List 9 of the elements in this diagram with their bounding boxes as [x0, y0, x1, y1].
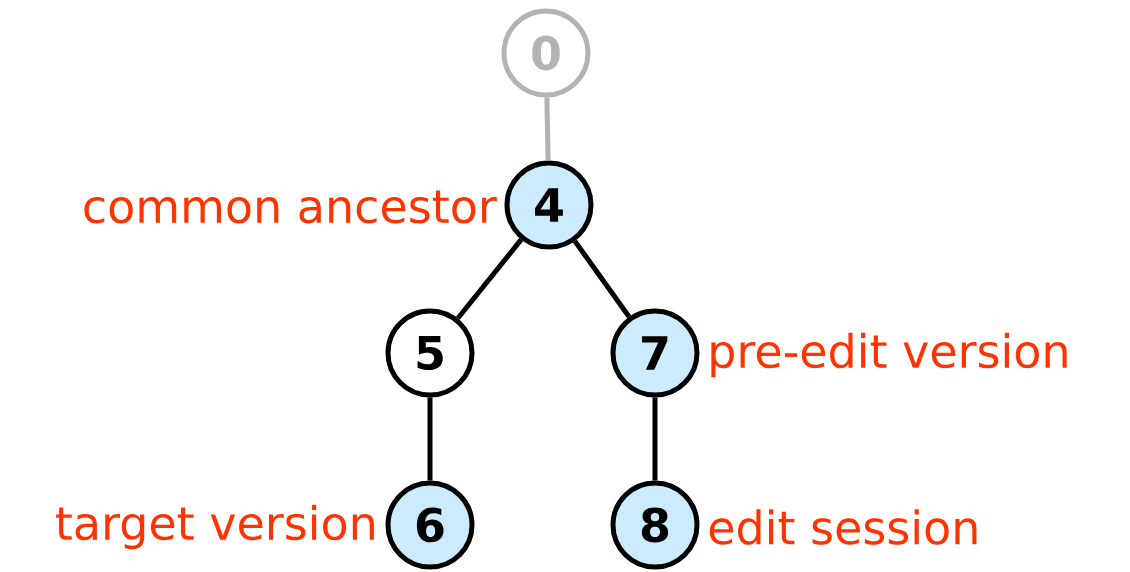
version-caption: common ancestor — [84, 190, 497, 224]
connector-line — [455, 238, 524, 320]
connector-line — [652, 397, 658, 481]
version-caption: pre-edit version — [711, 332, 1067, 378]
version-caption: target version — [56, 504, 374, 550]
connector-line — [427, 397, 433, 481]
version-caption: edit session — [709, 509, 977, 545]
connector-line — [544, 97, 551, 161]
connector-line — [572, 239, 632, 319]
